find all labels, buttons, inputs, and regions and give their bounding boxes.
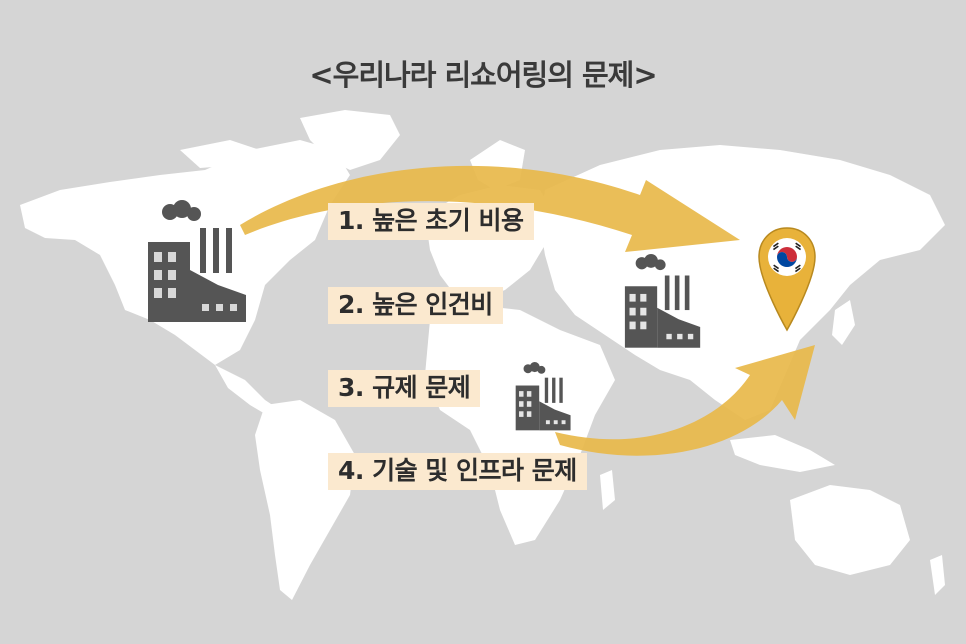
location-pin-icon — [758, 227, 816, 332]
madagascar — [600, 470, 615, 510]
factory-icon — [624, 254, 701, 348]
south-america — [255, 400, 355, 600]
arctic-islands — [180, 140, 260, 168]
greenland — [300, 110, 400, 170]
korea-flag-icon — [768, 238, 806, 276]
central-america — [215, 365, 280, 418]
australia — [790, 485, 910, 575]
problem-label-1: 1. 높은 초기 비용 — [328, 203, 534, 240]
factory-icon — [515, 362, 571, 431]
page-title: <우리나라 리쇼어링의 문제> — [309, 58, 657, 92]
problem-label-4: 4. 기술 및 인프라 문제 — [328, 453, 587, 490]
factory-icon — [148, 200, 246, 322]
problem-label-2: 2. 높은 인건비 — [328, 287, 503, 324]
southeast-asia-islands — [730, 435, 835, 472]
problem-label-3: 3. 규제 문제 — [328, 370, 481, 407]
new-zealand — [930, 555, 945, 595]
japan — [832, 300, 855, 345]
lower-arrow — [555, 345, 815, 456]
upper-arrow — [240, 165, 740, 252]
